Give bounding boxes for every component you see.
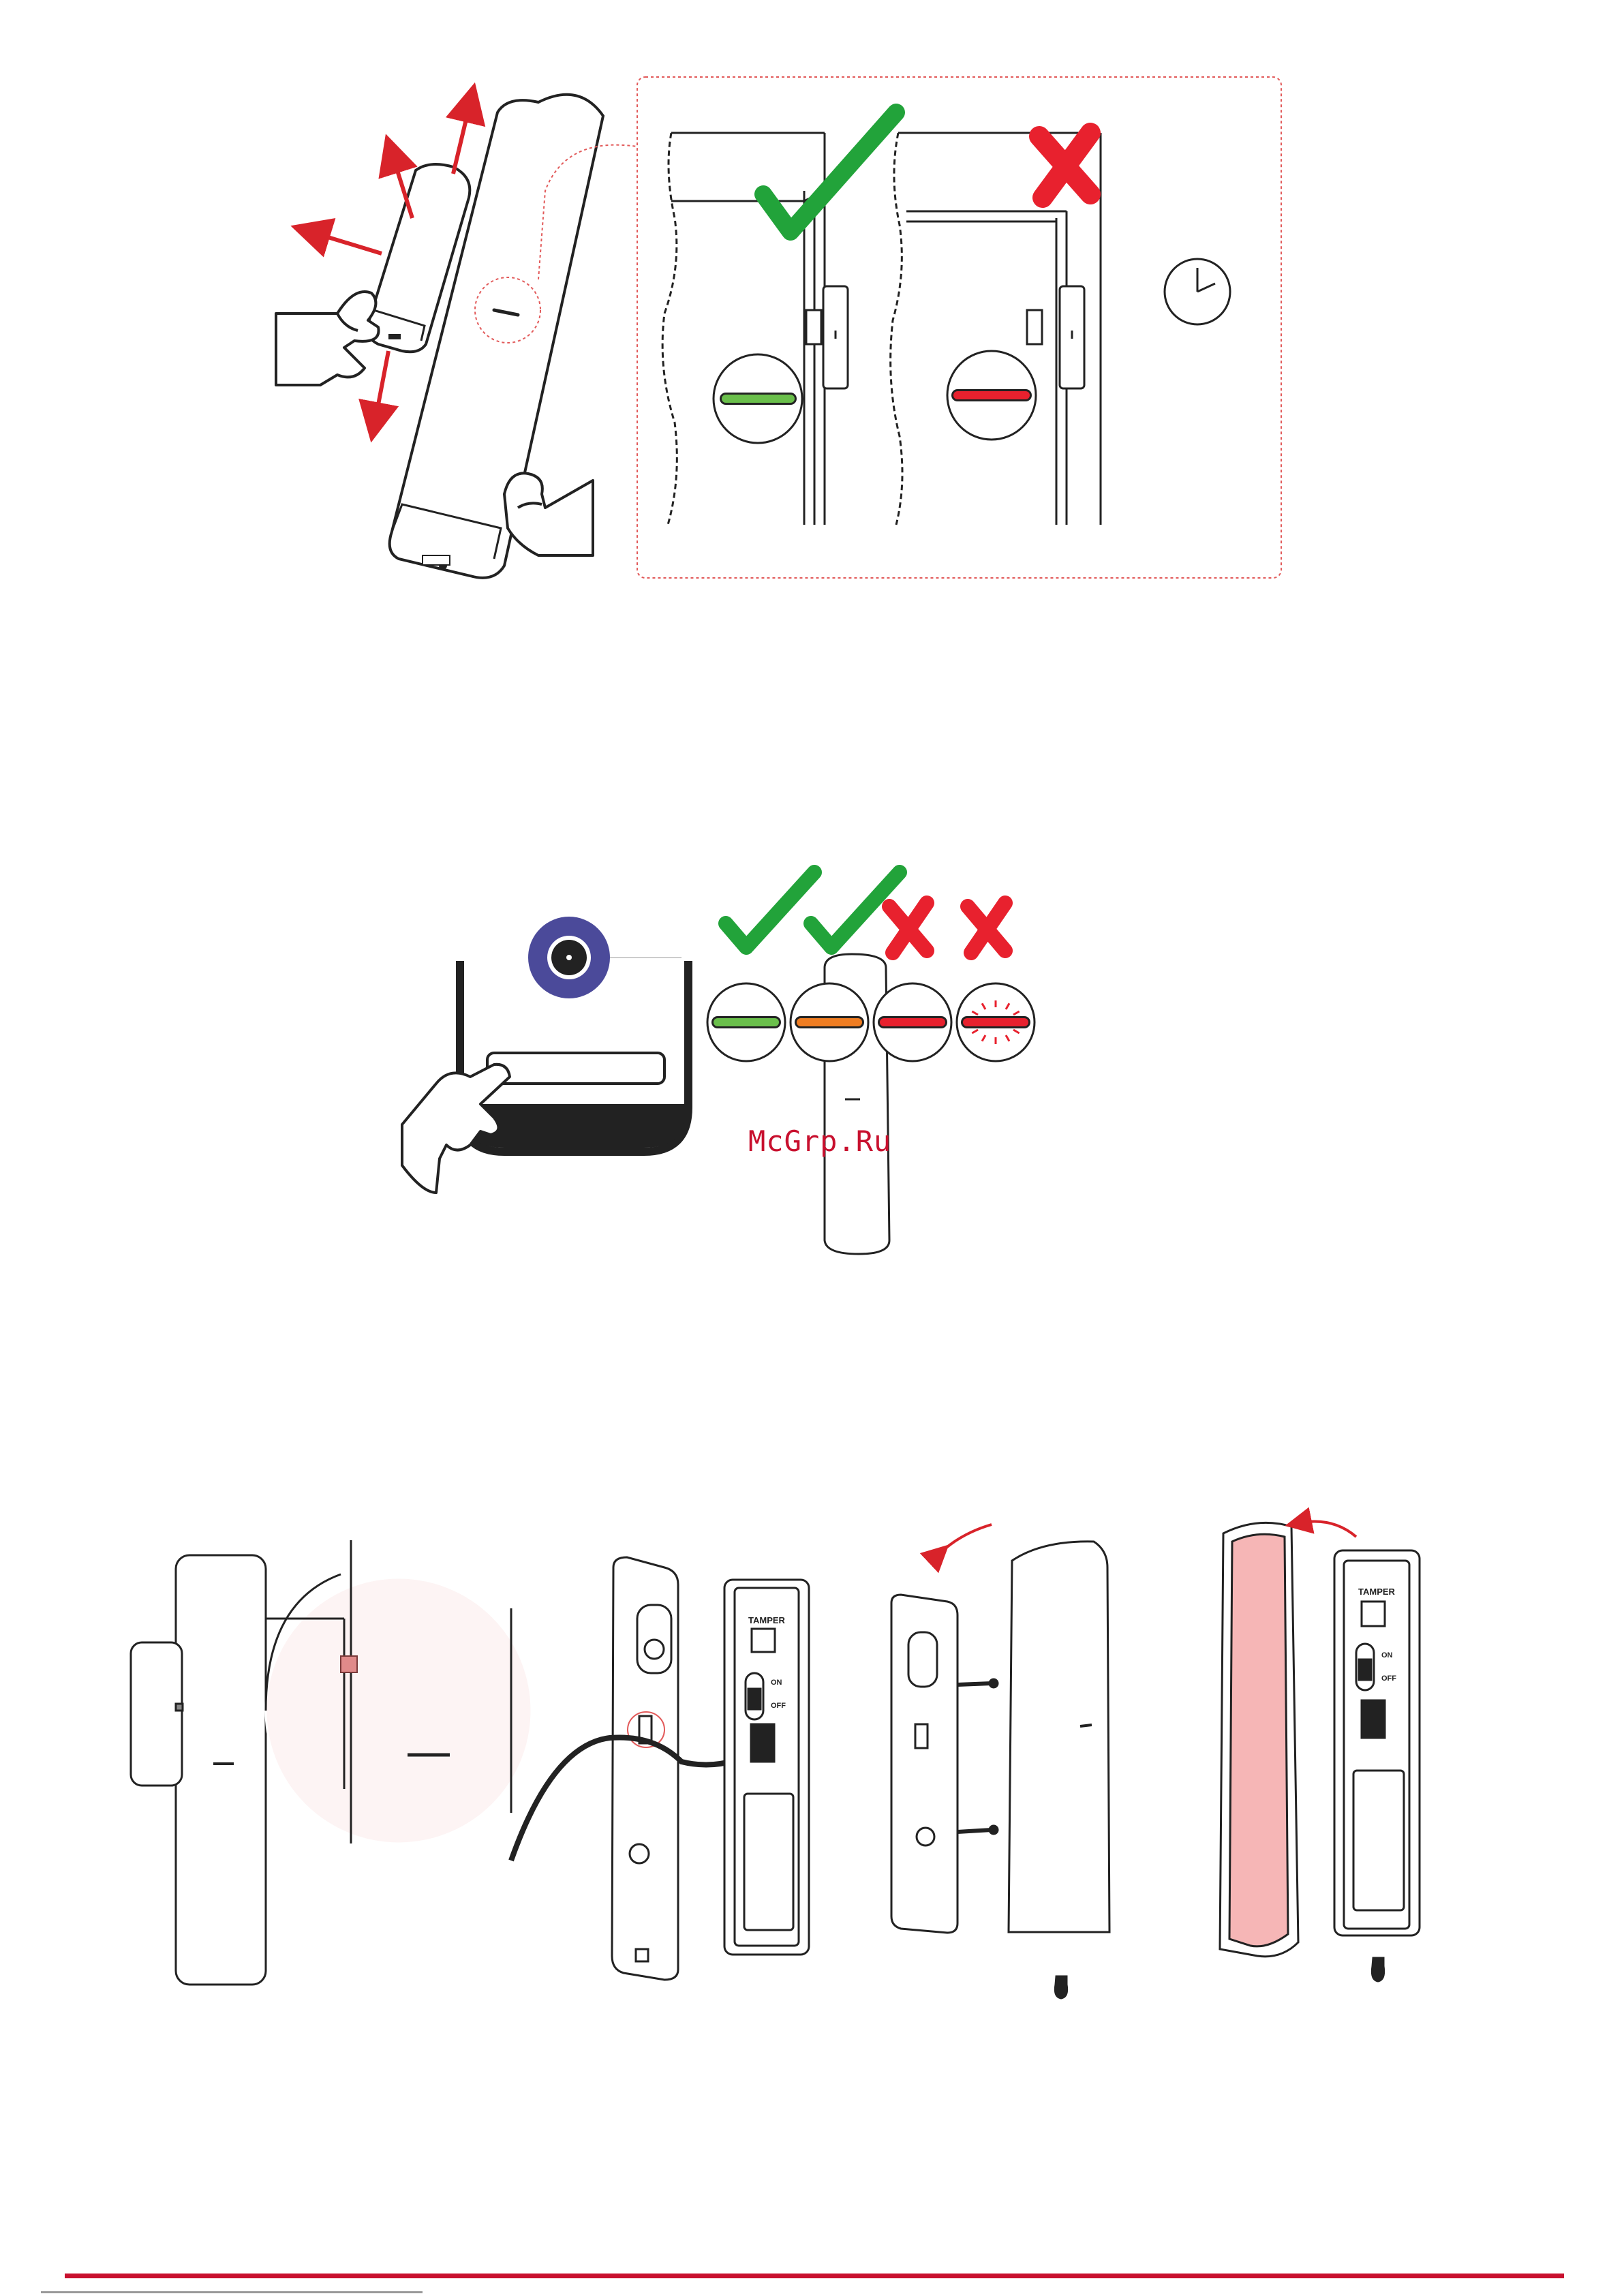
footer-line [41,2291,423,2293]
on-label: ON [1381,1651,1393,1659]
off-label: OFF [771,1702,786,1710]
on-label: ON [771,1679,782,1687]
off-label: OFF [1381,1674,1396,1683]
tamper-label: TAMPER [748,1615,786,1625]
cross-icon [889,903,927,953]
zoom-magnifier [266,1540,532,1843]
open-housing-left: TAMPER ON OFF [724,1580,809,1955]
led-green-icon [714,354,802,443]
open-housing-right: TAMPER ON OFF [1334,1550,1420,1981]
plate-with-screws [891,1525,998,1933]
hand-right-icon [504,473,593,555]
test-button [487,1053,664,1084]
footer-rule [65,2274,1564,2278]
led-state-icon [874,983,951,1061]
led-state-icon [707,983,785,1061]
watermark-text: McGrp.Ru [748,1124,925,1165]
button-icon [528,917,610,998]
detector-front [131,1555,266,1985]
led-state-icon [957,983,1035,1061]
led-red-icon [947,351,1036,440]
hand-left-icon [276,292,379,385]
frame-wrong [898,133,1101,525]
cross-icon [968,903,1005,953]
cross-icon [1039,133,1090,198]
section-3-mounting: TAMPER ON OFF [131,1522,1420,1999]
tamper-label: TAMPER [1358,1587,1396,1597]
detail-frame [637,77,1281,578]
section-2-test [402,872,1035,1254]
frame-correct [662,133,902,525]
led-state-icon [791,983,868,1061]
clock-icon [1165,259,1230,324]
hand-press-icon [402,1065,510,1193]
check-icon [763,112,896,232]
closed-cover [1009,1542,1109,1998]
check-icon [726,872,814,947]
section-1-alignment [276,77,1281,578]
